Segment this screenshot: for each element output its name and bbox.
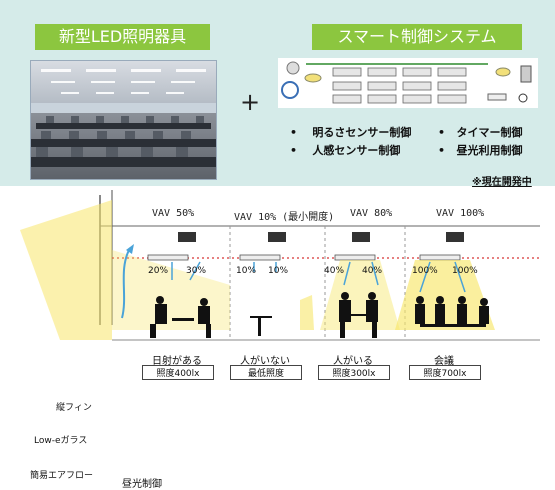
airflow-label: 簡易エアフロー [30, 471, 94, 481]
daylight-control-label: 昼光制御 [122, 479, 162, 490]
led-title-badge: 新型LED照明器具 [35, 24, 210, 50]
development-note: ※現在開発中 [472, 177, 532, 188]
zone-lux: 照度700lx [409, 365, 481, 380]
zone-label: 人がいる [333, 356, 373, 367]
feature-daylight: • 昼光利用制御 [438, 144, 523, 157]
low-e-glass-label: Low-eガラス [34, 436, 88, 446]
vav-zone-3: VAV 80% [350, 208, 393, 219]
office-photo [30, 60, 217, 180]
vav-zone-1: VAV 50% [152, 208, 195, 219]
feature-brightness-sensor: • 明るさセンサー制御 [290, 126, 412, 139]
zone-label: 会議 [434, 356, 454, 367]
dim-level: 30% [186, 266, 207, 276]
vertical-fin-label: 縦フィン [56, 403, 92, 413]
section-diagram: 縦フィン Low-eガラス 簡易エアフロー 昼光制御 [0, 186, 555, 490]
feature-timer: • タイマー制御 [438, 126, 523, 139]
plus-sign: + [240, 88, 261, 116]
dim-level: 10% [236, 266, 257, 276]
zone-lux: 照度300lx [318, 365, 390, 380]
feature-occupancy-sensor: • 人感センサー制御 [290, 144, 401, 157]
zone-lux: 照度400lx [142, 365, 214, 380]
zone-label: 人がいない [240, 356, 290, 367]
dim-level: 40% [362, 266, 383, 276]
smart-control-title-badge: スマート制御システム [312, 24, 522, 50]
top-panel: 新型LED照明器具 スマート制御システム [0, 0, 555, 188]
vav-zone-2: VAV 10% (最小開度) [234, 212, 335, 223]
vav-zone-4: VAV 100% [436, 208, 485, 219]
zone-lux: 最低照度 [230, 365, 302, 380]
dim-level: 100% [452, 266, 478, 276]
dim-level: 40% [324, 266, 345, 276]
dim-level: 20% [148, 266, 169, 276]
control-system-diagram [278, 58, 538, 108]
zone-label: 日射がある [152, 356, 202, 367]
dim-level: 100% [412, 266, 438, 276]
dim-level: 10% [268, 266, 289, 276]
